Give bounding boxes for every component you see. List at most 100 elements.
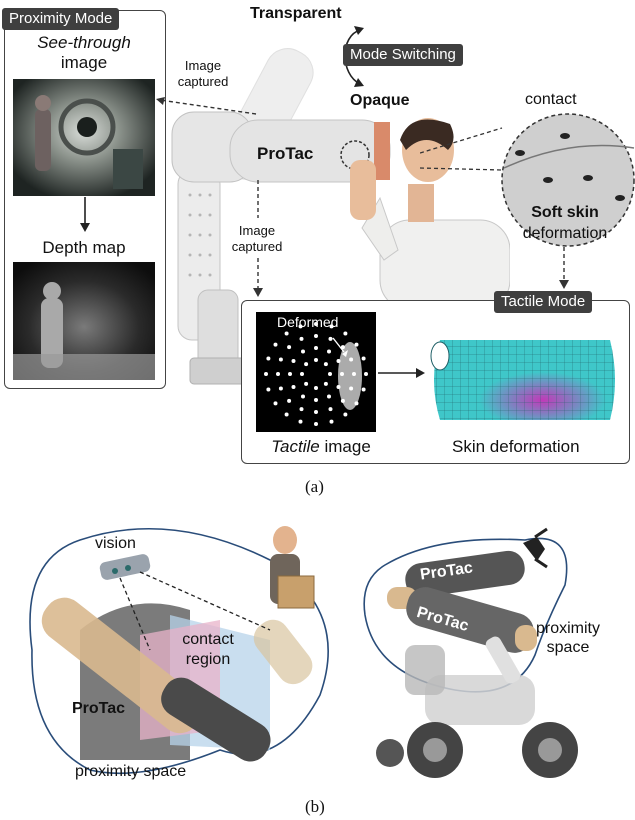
see-through-label: See-through image: [4, 33, 164, 73]
soft-skin-bold: Soft skin: [531, 204, 599, 221]
tactile-marker-dot: [299, 407, 304, 412]
tactile-marker-dot: [278, 357, 283, 362]
depth-map-label: Depth map: [42, 238, 126, 257]
tactile-marker-dot: [284, 412, 289, 417]
tactile-marker-dot: [266, 387, 271, 392]
tactile-marker-dot: [314, 334, 318, 338]
soft-skin-arrow: [559, 247, 569, 289]
image-captured-2-line1: Image: [238, 223, 276, 238]
tactile-marker-dot: [299, 336, 304, 341]
tactile-marker-dot: [300, 372, 304, 376]
skin-deformation-label: Skin deformation: [452, 437, 580, 456]
tactile-marker-dot: [314, 346, 318, 350]
image-captured-1-line1: Image: [184, 58, 222, 73]
proximity-space-left-illustration: [29, 526, 329, 775]
tactile-marker-dot: [328, 372, 332, 376]
tactile-marker-dot: [364, 372, 368, 376]
proximity-mode-tag: Proximity Mode: [2, 8, 120, 30]
tactile-marker-dot: [340, 345, 345, 350]
tactile-marker-dot: [361, 387, 366, 392]
mode-switching-tag: Mode Switching: [343, 44, 463, 66]
tactile-marker-dot: [340, 398, 345, 403]
soft-skin-label: Soft skin deformation: [505, 202, 625, 244]
person-illustration: [350, 118, 510, 300]
see-through-image: image: [60, 53, 108, 72]
tactile-marker-dot: [352, 372, 356, 376]
contact-region-line2: region: [185, 651, 231, 668]
tactile-italic: Tactile: [271, 437, 320, 456]
tactile-marker-dot: [304, 362, 309, 367]
see-through-to-depth-arrow: [80, 197, 90, 232]
tactile-marker-dot: [264, 372, 268, 376]
tactile-marker-dot: [323, 362, 328, 367]
vision-label: vision: [95, 535, 136, 552]
tactile-marker-dot: [336, 385, 341, 389]
robot-arm-illustration: [171, 48, 391, 385]
protac-left-label: ProTac: [72, 700, 126, 717]
tactile-image-rest: image: [324, 437, 371, 456]
tactile-marker-dot: [328, 407, 333, 412]
tactile-marker-dot: [340, 372, 344, 376]
tactile-marker-dot: [291, 385, 296, 389]
proximity-space-right-line1: proximity: [535, 620, 600, 637]
tactile-marker-dot: [314, 386, 318, 390]
tactile-marker-dot: [304, 381, 309, 386]
depth-map-image: [13, 262, 155, 380]
tactile-marker-dot: [361, 356, 366, 361]
tactile-marker-dot: [266, 356, 271, 361]
tactile-marker-dot: [354, 342, 359, 347]
tactile-marker-dot: [327, 394, 331, 399]
caption-a: (a): [305, 477, 324, 496]
see-through-italic: See-through: [37, 33, 131, 52]
tactile-marker-dot: [314, 358, 318, 362]
tactile-marker-dot: [291, 359, 296, 363]
tactile-marker-dot: [276, 372, 280, 376]
opaque-label: Opaque: [350, 92, 410, 109]
tactile-marker-dot: [323, 381, 328, 386]
tactile-mode-tag: Tactile Mode: [494, 291, 593, 313]
tactile-marker-dot: [298, 324, 303, 329]
tactile-marker-dot: [287, 398, 292, 403]
tactile-marker-dot: [278, 386, 283, 391]
tactile-marker-dot: [343, 331, 348, 336]
tactile-marker-dot: [343, 412, 348, 417]
tactile-marker-dot: [287, 345, 292, 350]
contact-region-label: contact region: [168, 630, 248, 670]
protac-arm-label: ProTac: [257, 144, 314, 163]
soft-skin-rest: deformation: [522, 225, 608, 242]
tactile-marker-dot: [314, 322, 318, 326]
transparent-label: Transparent: [250, 5, 342, 22]
tactile-marker-dot: [273, 401, 278, 406]
tactile-marker-dot: [327, 349, 331, 354]
tactile-marker-dot: [273, 342, 278, 347]
contact-region-line1: contact: [182, 631, 234, 648]
tactile-marker-dot: [314, 410, 318, 414]
image-captured-arrow-2: [253, 180, 263, 297]
tactile-marker-dot: [288, 372, 292, 376]
tactile-image-label: Tactile image: [256, 437, 386, 457]
proximity-space-right-line2: space: [546, 639, 590, 656]
contact-label: contact: [525, 91, 577, 108]
tactile-marker-dot: [314, 398, 318, 402]
tactile-to-skin-arrow: [378, 368, 425, 378]
image-captured-label-1: Image captured: [168, 58, 238, 90]
see-through-image-photo: [13, 79, 155, 196]
skin-deformation-mesh: [430, 340, 615, 420]
proximity-space-right-label: proximity space: [528, 619, 608, 657]
deformed-label: Deformed: [277, 314, 339, 330]
tactile-marker-dot: [349, 386, 354, 391]
tactile-marker-dot: [336, 359, 341, 363]
tactile-marker-dot: [301, 394, 305, 399]
wheelchair-robot-illustration: [363, 527, 578, 778]
tactile-marker-dot: [314, 422, 318, 426]
tactile-image: [256, 312, 376, 432]
tactile-marker-dot: [328, 336, 333, 341]
tactile-marker-dot: [298, 419, 303, 424]
tactile-marker-dot: [284, 331, 289, 336]
image-captured-1-line2: captured: [177, 74, 229, 89]
image-captured-arrow-1: [156, 97, 257, 115]
contact-zoom-circle: [420, 113, 635, 247]
tactile-marker-dot: [349, 357, 354, 362]
tactile-marker-dot: [329, 419, 334, 424]
